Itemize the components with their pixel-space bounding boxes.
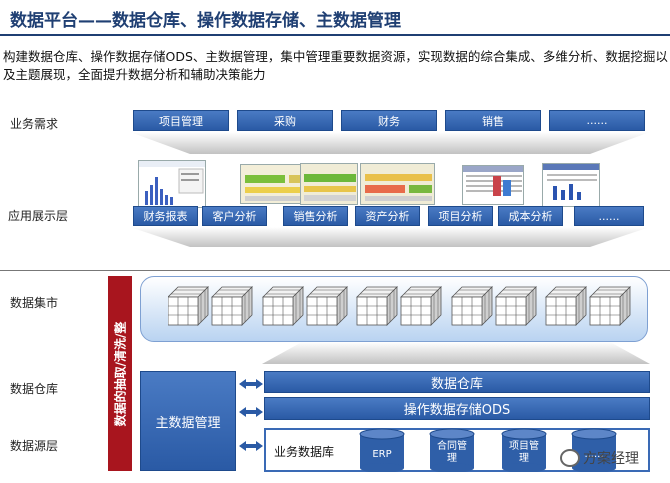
project-db-icon	[501, 428, 547, 472]
report-item-project: 项目分析	[428, 206, 493, 226]
db-project-label: 项目管理	[509, 441, 539, 464]
report-item-cost: 成本分析	[498, 206, 563, 226]
etl-bar: 数据的抽取/清洗/整	[108, 276, 132, 471]
title-divider	[0, 34, 670, 36]
contract-db-icon	[429, 428, 475, 472]
business-item-sales: 销售	[445, 110, 541, 131]
table-screenshot	[462, 165, 524, 205]
chart-screenshot-thumbnail	[138, 160, 206, 208]
layer-label-presentation: 应用展示层	[8, 209, 69, 223]
report-screenshot	[542, 163, 600, 207]
etl-label: 数据的抽取/清洗/整	[113, 321, 128, 426]
report-item-asset: 资产分析	[355, 206, 420, 226]
report-item-finance: 财务报表	[133, 206, 198, 226]
business-item-project: 项目管理	[133, 110, 229, 131]
watermark-text: 方案经理	[583, 451, 639, 467]
page-title: 数据平台——数据仓库、操作数据存储、主数据管理	[10, 11, 401, 31]
layer-label-business: 业务需求	[10, 117, 59, 131]
up-chevron-arrow	[262, 342, 650, 364]
down-chevron-arrow-top	[130, 132, 650, 154]
business-db-label: 业务数据库	[274, 445, 335, 459]
layer-label-warehouse: 数据仓库	[10, 382, 59, 396]
data-warehouse-box: 数据仓库	[264, 371, 650, 393]
layer-label-source: 数据源层	[10, 439, 59, 453]
data-cube-row	[168, 286, 631, 326]
down-chevron-arrow-middle	[130, 227, 650, 247]
db-more-label: ......	[584, 449, 604, 460]
intro-text: 构建数据仓库、操作数据存储ODS、主数据管理，集中管理重要数据资源，实现数据的综…	[3, 49, 668, 82]
report-item-sales: 销售分析	[283, 206, 348, 226]
master-data-box: 主数据管理	[140, 371, 236, 471]
bidirectional-arrows	[239, 379, 263, 451]
section-divider	[0, 270, 670, 271]
business-item-finance: 财务	[341, 110, 437, 131]
wechat-icon	[560, 449, 580, 467]
more-db-icon	[571, 428, 617, 472]
report-item-more: ......	[574, 206, 644, 226]
business-item-purchase: 采购	[237, 110, 333, 131]
db-contract-label: 合同管理	[437, 441, 467, 464]
report-item-customer: 客户分析	[202, 206, 267, 226]
layer-label-mart: 数据集市	[10, 296, 59, 310]
ods-box: 操作数据存储ODS	[264, 397, 650, 420]
db-erp-label: ERP	[372, 449, 392, 460]
business-item-more: ......	[549, 110, 645, 131]
dashboard-screenshot-2	[300, 163, 358, 205]
watermark: 方案经理	[560, 448, 639, 468]
dashboard-screenshot-3	[360, 163, 435, 205]
erp-db-icon	[359, 428, 405, 472]
